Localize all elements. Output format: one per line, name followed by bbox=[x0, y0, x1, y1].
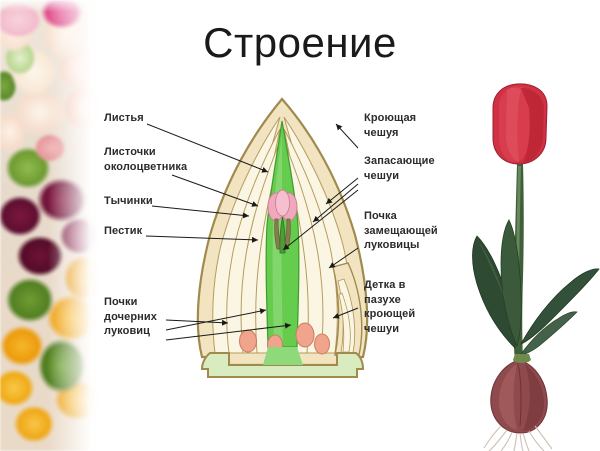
label-storage-scales: Запасающие чешуи bbox=[364, 155, 435, 182]
tulip-roots bbox=[483, 425, 553, 451]
label-daughter-bulb-buds: Почки дочерних луковиц bbox=[104, 296, 157, 338]
label-leaves: Листья bbox=[104, 112, 144, 124]
tulip-plant-photo bbox=[472, 83, 600, 451]
tulip-bouquet-photo bbox=[0, 0, 100, 451]
label-baby-bulb-in-axil: Детка в пазухе кроющей чешуи bbox=[364, 279, 416, 335]
tulip-leaves bbox=[472, 219, 600, 355]
photo-fade-top bbox=[0, 0, 100, 12]
page-title: Строение bbox=[203, 19, 397, 66]
tulip-flower bbox=[492, 83, 548, 165]
label-perianth-leaflets: Листочки околоцветника bbox=[104, 146, 188, 173]
tulip-bulb bbox=[490, 354, 548, 434]
label-pistil: Пестик bbox=[104, 225, 143, 237]
photo-fade-right bbox=[0, 0, 100, 451]
basal-plate-shoot-join bbox=[263, 347, 303, 365]
label-stamens: Тычинки bbox=[104, 195, 153, 207]
label-covering-scale: Кроющая чешуя bbox=[364, 112, 417, 139]
bulb-diagram bbox=[196, 97, 369, 378]
label-replacement-bulb-bud: Почка замещающей луковицы bbox=[364, 210, 438, 252]
